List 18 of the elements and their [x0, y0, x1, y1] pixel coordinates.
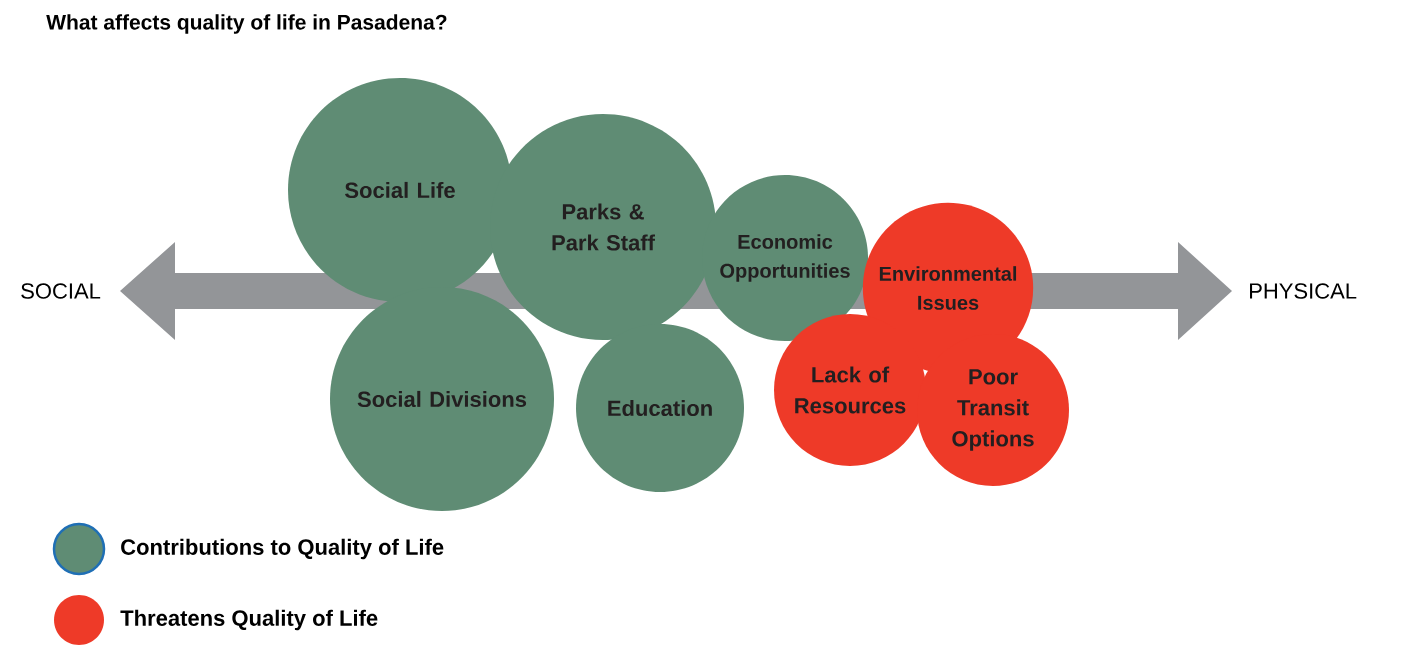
- node-label: Social Life: [345, 181, 455, 199]
- bubble: Lack of Resources: [774, 314, 926, 466]
- bubble: Social Life: [288, 78, 512, 302]
- axis-label: SOCIAL: [21, 283, 101, 299]
- bubble: Economic Opportunities: [702, 175, 868, 341]
- node-label: Education: [608, 399, 712, 417]
- bubble: Parks & Park Staff: [490, 114, 716, 340]
- node-label: Social Divisions: [357, 390, 527, 408]
- bubble: Education: [576, 324, 744, 492]
- bubble: Social Divisions: [330, 287, 554, 511]
- axis-label: PHYSICAL: [1250, 283, 1357, 299]
- node-label: Environmental Issues: [879, 266, 1017, 310]
- bubble: Poor Transit Options: [917, 334, 1069, 486]
- node-label: Economic Opportunities: [720, 234, 850, 282]
- title: What affects quality of life in Pasadena?: [46, 14, 447, 34]
- node-label: Parks & Park Staff: [552, 203, 655, 251]
- legend-label: Threatens Quality of Life: [120, 609, 378, 631]
- legend-label: Contributions to Quality of Life: [121, 538, 444, 560]
